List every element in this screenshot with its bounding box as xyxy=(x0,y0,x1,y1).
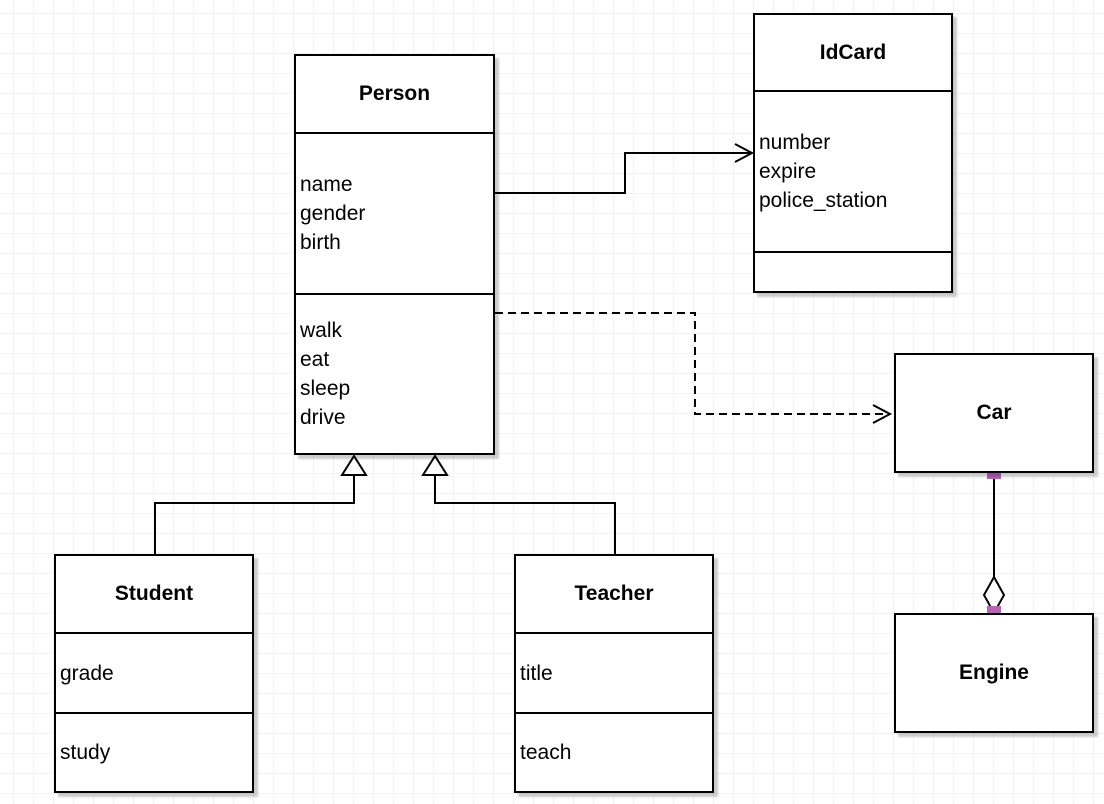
attributes-compartment: title xyxy=(516,634,712,714)
methods-compartment-empty xyxy=(755,253,951,291)
class-title: Student xyxy=(56,556,252,634)
attribute-label: birth xyxy=(300,231,341,254)
dependency-edge-person-car[interactable] xyxy=(495,312,893,424)
class-person[interactable]: Person name gender birth walk eat sleep … xyxy=(294,54,495,455)
class-engine[interactable]: Engine xyxy=(894,613,1094,733)
method-label: sleep xyxy=(300,377,351,400)
attribute-label: expire xyxy=(759,160,817,183)
class-title: Teacher xyxy=(516,556,712,634)
attribute-label: grade xyxy=(60,661,114,685)
attribute-label: name xyxy=(300,173,353,196)
attribute-label: title xyxy=(520,661,553,685)
hollow-triangle-arrowhead xyxy=(340,454,368,476)
methods-compartment: walk eat sleep drive xyxy=(296,295,493,453)
methods-compartment: teach xyxy=(516,714,712,791)
method-label: study xyxy=(60,741,111,764)
open-arrowhead xyxy=(872,404,893,424)
attribute-label: police_station xyxy=(759,189,888,212)
class-title: IdCard xyxy=(755,15,951,92)
class-teacher[interactable]: Teacher title teach xyxy=(514,554,714,793)
association-edge-person-idcard[interactable] xyxy=(495,143,755,194)
class-student[interactable]: Student grade study xyxy=(54,554,254,793)
generalization-edge-teacher-person[interactable] xyxy=(421,454,616,554)
method-label: drive xyxy=(300,406,346,429)
class-title: Person xyxy=(296,56,493,134)
class-car[interactable]: Car xyxy=(894,353,1094,473)
class-idcard[interactable]: IdCard number expire police_station xyxy=(753,13,953,293)
open-arrowhead xyxy=(734,143,755,163)
attributes-compartment: grade xyxy=(56,634,252,714)
hollow-triangle-arrowhead xyxy=(421,454,449,476)
attribute-label: gender xyxy=(300,202,366,225)
method-label: walk xyxy=(300,319,343,342)
class-title: Car xyxy=(976,401,1012,424)
aggregation-edge-car-engine[interactable] xyxy=(982,465,1006,620)
method-label: teach xyxy=(520,741,572,764)
method-label: eat xyxy=(300,348,330,371)
generalization-edge-student-person[interactable] xyxy=(154,454,368,554)
attributes-compartment: number expire police_station xyxy=(755,92,951,253)
class-title: Engine xyxy=(958,661,1029,684)
attributes-compartment: name gender birth xyxy=(296,134,493,295)
attribute-label: number xyxy=(759,131,831,154)
methods-compartment: study xyxy=(56,714,252,791)
